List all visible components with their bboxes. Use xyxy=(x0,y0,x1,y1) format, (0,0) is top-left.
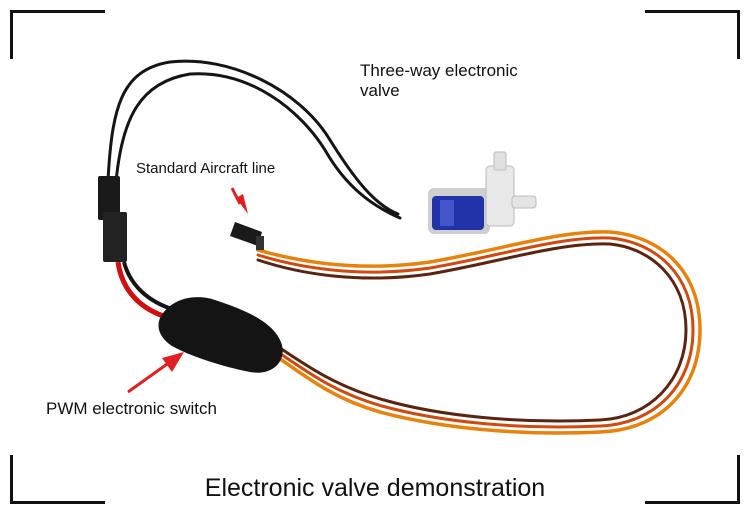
label-valve-line1: Three-way electronic xyxy=(360,61,518,80)
label-pwm-switch: PWM electronic switch xyxy=(46,399,217,418)
label-standard-aircraft-line: Standard Aircraft line xyxy=(136,160,276,177)
label-valve-line2: valve xyxy=(360,80,400,100)
corner-bracket-top-right xyxy=(645,10,740,59)
pwm-switch-body xyxy=(158,297,283,373)
arrow-aircraft-line xyxy=(230,187,248,214)
caption: Electronic valve demonstration xyxy=(204,474,546,502)
aircraft-line-plug xyxy=(230,222,264,250)
corner-bracket-bottom-left xyxy=(10,455,105,504)
switch-wires xyxy=(115,261,176,321)
arrow-pwm-switch xyxy=(127,352,184,394)
label-three-way-valve: Three-way electronic valve xyxy=(360,61,560,100)
valve-body xyxy=(428,151,537,234)
corner-bracket-top-left xyxy=(10,10,105,59)
servo-cable xyxy=(256,230,702,435)
corner-bracket-bottom-right xyxy=(645,455,740,504)
connector-housing xyxy=(98,176,127,262)
black-wires xyxy=(106,59,402,220)
